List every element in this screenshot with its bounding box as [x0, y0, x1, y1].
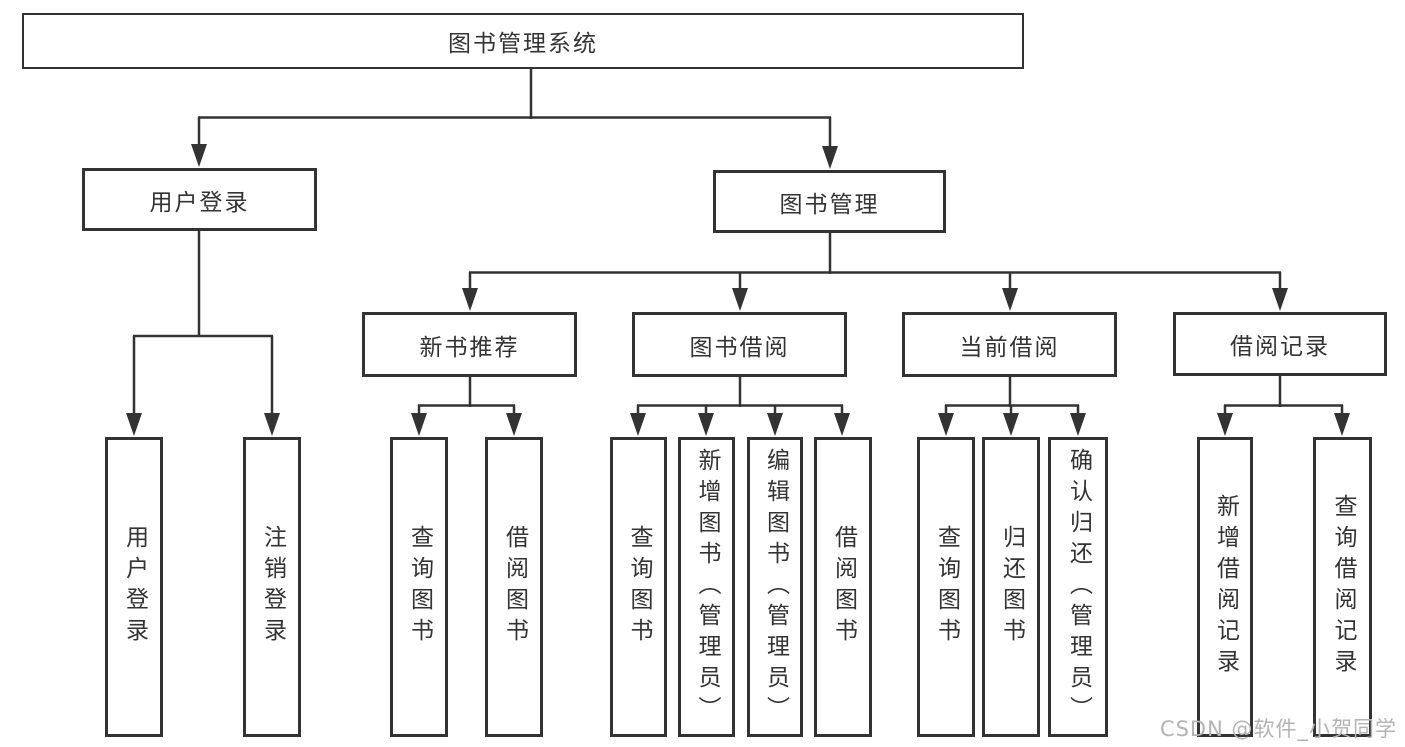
node-label: 用户登录 [149, 189, 250, 216]
arrowhead-icon [1334, 413, 1350, 436]
node-borrowing-records: 借阅记录 [1173, 312, 1387, 376]
node-book-borrowing: 图书借阅 [632, 312, 847, 377]
node-label: 编辑图书（管理员） [762, 447, 789, 727]
leaf-recommend-query-books: 查询图书 [390, 437, 448, 737]
node-label: 借阅记录 [1230, 334, 1330, 360]
leaf-borrowing-borrow-books: 借阅图书 [814, 437, 872, 737]
arrowhead-icon [1070, 413, 1086, 436]
node-label: 查询借阅记录 [1330, 494, 1356, 680]
node-label: 查询图书 [626, 525, 652, 649]
arrowhead-icon [264, 413, 280, 436]
node-label: 用户登录 [121, 525, 148, 649]
node-label: 查询图书 [406, 525, 433, 649]
node-label: 注销登录 [259, 525, 286, 649]
node-label: 图书管理 [779, 191, 880, 218]
node-label: 图书管理系统 [448, 31, 598, 57]
leaf-query-borrow-record: 查询借阅记录 [1313, 437, 1372, 737]
arrowhead-icon [732, 288, 748, 311]
arrowhead-icon [834, 413, 850, 436]
node-system-root: 图书管理系统 [22, 13, 1024, 69]
arrowhead-icon [191, 144, 207, 167]
arrowhead-icon [1003, 413, 1019, 436]
node-label: 归还图书 [998, 525, 1025, 649]
leaf-current-query-books: 查询图书 [917, 437, 975, 737]
leaf-add-books-admin: 新增图书（管理员） [678, 437, 735, 737]
node-current-borrowing: 当前借阅 [902, 312, 1117, 377]
node-label: 图书借阅 [689, 334, 790, 361]
node-label: 查询图书 [933, 525, 960, 649]
leaf-return-books: 归还图书 [982, 437, 1040, 737]
leaf-confirm-return-admin: 确认归还（管理员） [1048, 437, 1108, 737]
node-book-management: 图书管理 [713, 170, 946, 233]
arrowhead-icon [126, 413, 142, 436]
node-label: 新书推荐 [419, 334, 520, 361]
arrowhead-icon [1272, 288, 1288, 311]
node-label: 新增图书（管理员） [694, 447, 720, 727]
arrowhead-icon [462, 288, 478, 311]
arrowhead-icon [698, 413, 714, 436]
node-new-book-recommend: 新书推荐 [362, 312, 577, 377]
leaf-edit-books-admin: 编辑图书（管理员） [747, 437, 803, 737]
leaf-user-login: 用户登录 [105, 437, 163, 737]
leaf-borrowing-query-books: 查询图书 [610, 437, 667, 737]
csdn-watermark: CSDN @软件_小贺同学 [1159, 717, 1397, 741]
node-label: 当前借阅 [959, 334, 1060, 361]
node-user-login-group: 用户登录 [82, 168, 317, 231]
arrowhead-icon [1002, 288, 1018, 311]
arrowhead-icon [767, 413, 783, 436]
arrowhead-icon [411, 413, 427, 436]
leaf-add-borrow-record: 新增借阅记录 [1197, 437, 1253, 737]
leaf-logout: 注销登录 [243, 437, 301, 737]
leaf-recommend-borrow-books: 借阅图书 [485, 437, 543, 737]
arrowhead-icon [630, 413, 646, 436]
node-label: 新增借阅记录 [1212, 494, 1239, 680]
node-label: 借阅图书 [830, 525, 857, 649]
arrowhead-icon [1217, 413, 1233, 436]
arrowhead-icon [506, 413, 522, 436]
node-label: 确认归还（管理员） [1065, 447, 1092, 727]
arrowhead-icon [938, 413, 954, 436]
node-label: 借阅图书 [501, 525, 528, 649]
arrowhead-icon [822, 146, 838, 169]
